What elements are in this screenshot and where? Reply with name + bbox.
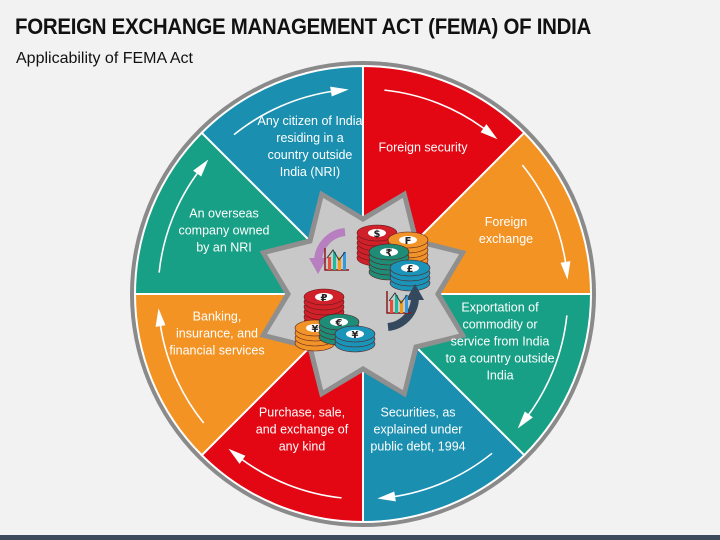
arrowhead-icon <box>228 448 246 464</box>
arrowhead-icon <box>517 411 533 429</box>
arrowhead-icon <box>193 159 209 177</box>
pound-symbol-icon: £ <box>407 264 414 275</box>
dollar-symbol-icon: $ <box>374 229 381 240</box>
chart-icon-bottom-line <box>388 292 408 304</box>
ruble-face <box>315 293 333 301</box>
arrow-arc-0 <box>384 89 487 131</box>
chart-icon-bottom-bar <box>400 300 403 313</box>
arrow-arc-1 <box>521 164 567 266</box>
chart-icon-bottom-bar <box>405 295 408 313</box>
rotate-arrow-dark-icon <box>387 296 420 331</box>
segment-label-securities: Securities, as explained under public de… <box>370 405 466 454</box>
rotate-arrow-purple-icon <box>313 228 346 263</box>
franc-face <box>399 236 417 244</box>
segment-label-foreign-security: Foreign security <box>378 140 468 155</box>
arrow-arc-2 <box>526 315 568 418</box>
segment-label-exportation: Exportation of commodity or service from… <box>445 300 555 383</box>
arrowhead-icon <box>377 491 396 502</box>
bottom-bar <box>0 535 720 540</box>
arrow-arc-4 <box>239 457 342 499</box>
chart-icon-bottom-bar <box>395 295 398 313</box>
euro-symbol-icon: € <box>335 318 343 329</box>
segment-label-overseas-company: An overseas company owned by an NRI <box>178 206 270 255</box>
segment-label-nri: Any citizen of India residing in a count… <box>257 114 363 179</box>
arrowhead-icon <box>330 86 349 97</box>
arrowhead-icon <box>309 258 327 274</box>
yen2-face <box>346 330 364 338</box>
euro-face <box>330 318 348 326</box>
arrowhead-icon <box>155 308 166 327</box>
chart-icon-top-bar <box>343 252 346 270</box>
segment-label-banking: Banking, insurance, and financial servic… <box>169 309 265 358</box>
pound-face <box>401 264 419 272</box>
arrowhead-icon <box>406 284 424 300</box>
rupee-symbol-icon: ₹ <box>386 248 393 259</box>
segment-label-foreign-exchange: Foreign exchange <box>478 215 534 246</box>
chart-icon-top-bar <box>338 257 341 270</box>
rupee-face <box>380 248 398 256</box>
segment-label-purchase-sale: Purchase, sale, and exchange of any kind <box>255 405 349 454</box>
page-title: FOREIGN EXCHANGE MANAGEMENT ACT (FEMA) O… <box>15 14 592 39</box>
yen2-symbol-icon: ¥ <box>352 330 359 341</box>
chart-icon-bottom-bar <box>390 300 393 313</box>
arrowhead-icon <box>480 124 498 140</box>
franc-symbol-icon: F <box>405 236 412 247</box>
chart-icon-top-bar <box>333 252 336 270</box>
dollar-face <box>368 229 386 237</box>
chart-icon-top-line <box>326 249 346 261</box>
page-subtitle: Applicability of FEMA Act <box>16 50 193 67</box>
arrowhead-icon <box>560 261 571 280</box>
arrow-arc-7 <box>233 90 335 136</box>
arrow-arc-6 <box>158 170 200 273</box>
arrow-arc-3 <box>391 452 493 498</box>
ruble-symbol-icon: ₽ <box>321 293 328 304</box>
chart-icon-top-bar <box>328 257 331 270</box>
arrow-arc-5 <box>159 322 205 424</box>
yen-symbol-icon: ¥ <box>312 324 319 335</box>
